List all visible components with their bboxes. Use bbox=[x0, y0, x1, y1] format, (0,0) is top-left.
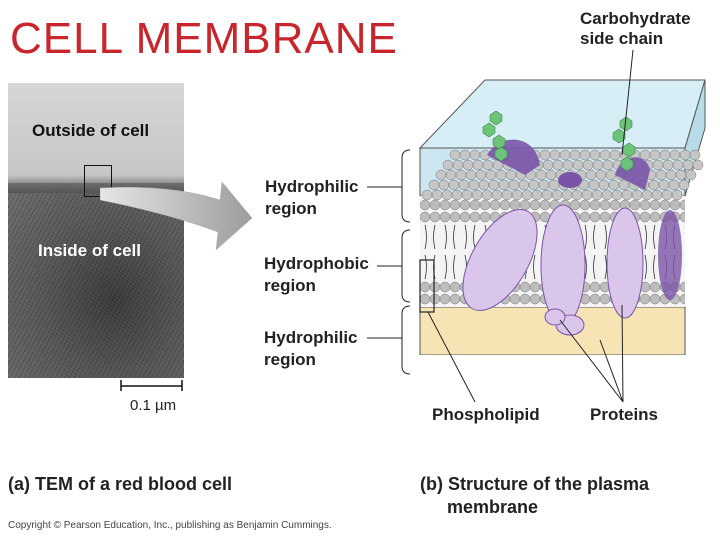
hydrophobic-label-2: region bbox=[264, 276, 316, 295]
tem-outside-region bbox=[8, 83, 184, 188]
hydrophilic-top-bracket bbox=[367, 149, 411, 223]
phospholipid-highlight-box bbox=[419, 259, 435, 313]
scale-bar bbox=[120, 380, 183, 391]
phospholipid-head bbox=[692, 159, 704, 171]
hydrophilic-top-label-1: Hydrophilic bbox=[265, 177, 359, 196]
carbohydrate-pointer bbox=[621, 49, 634, 156]
phospholipid-head bbox=[679, 199, 685, 211]
page-title: CELL MEMBRANE bbox=[10, 14, 398, 63]
hydrophilic-bottom-label-1: Hydrophilic bbox=[264, 328, 358, 347]
copyright-notice: Copyright © Pearson Education, Inc., pub… bbox=[8, 520, 332, 531]
hydrophilic-bottom-bracket bbox=[367, 305, 411, 375]
phospholipid-head bbox=[678, 179, 690, 191]
phospholipid-head bbox=[679, 293, 685, 305]
phospholipid-pointer bbox=[427, 311, 476, 403]
caption-b-2: membrane bbox=[447, 497, 539, 517]
hydrophilic-bottom-label-2: region bbox=[264, 350, 316, 369]
carbohydrate-chains bbox=[482, 110, 636, 172]
zoom-arrow bbox=[100, 181, 253, 251]
phospholipid-head bbox=[679, 211, 685, 223]
phospholipid-head bbox=[689, 149, 701, 161]
phospholipid-head bbox=[685, 169, 697, 181]
phospholipid-head bbox=[679, 281, 685, 293]
proteins-pointers bbox=[559, 304, 624, 403]
scale-label: 0.1 µm bbox=[130, 397, 177, 414]
tem-inside-label: Inside of cell bbox=[38, 241, 141, 260]
phospholipid-head bbox=[671, 189, 683, 201]
carbohydrate-label-1: Carbohydrate bbox=[580, 9, 691, 28]
carbohydrate-label-2: side chain bbox=[580, 29, 664, 48]
caption-a: (a) TEM of a red blood cell bbox=[8, 474, 233, 494]
tem-inside-region bbox=[8, 183, 184, 378]
tem-micrograph: Outside of cell Inside of cell bbox=[8, 83, 184, 378]
tem-zoom-box bbox=[84, 165, 112, 197]
hydrophobic-bracket bbox=[377, 229, 411, 303]
membrane-diagram bbox=[418, 79, 706, 355]
hydrophobic-label-1: Hydrophobic bbox=[264, 254, 369, 273]
proteins-label: Proteins bbox=[590, 405, 659, 424]
phospholipid-label: Phospholipid bbox=[432, 405, 540, 424]
caption-b-1: (b) Structure of the plasma bbox=[420, 474, 650, 494]
membrane-proteins bbox=[462, 139, 682, 336]
hydrophilic-top-label-2: region bbox=[265, 199, 317, 218]
tem-outside-label: Outside of cell bbox=[32, 121, 150, 140]
